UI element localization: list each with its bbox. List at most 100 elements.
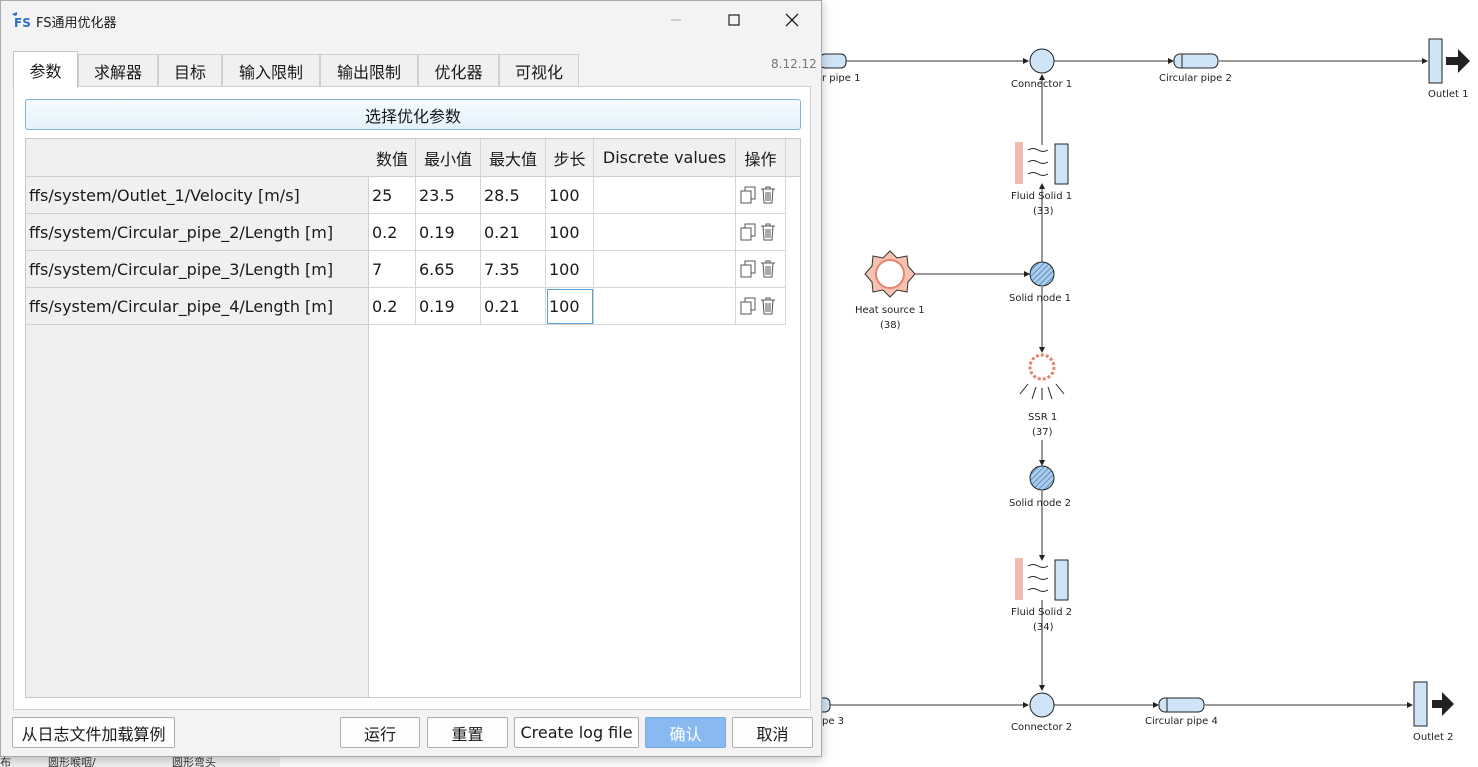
fluid-solid1-id: (33) bbox=[1033, 206, 1054, 217]
load-from-log-button[interactable]: 从日志文件加载算例 bbox=[12, 717, 175, 748]
max-cell[interactable]: 0.21 bbox=[481, 288, 546, 325]
tab-optimizer[interactable]: 优化器 bbox=[418, 54, 499, 86]
select-parameters-button[interactable]: 选择优化参数 bbox=[25, 99, 801, 130]
tab-parameters[interactable]: 参数 bbox=[13, 51, 78, 88]
reset-button[interactable]: 重置 bbox=[427, 717, 508, 748]
value-cell[interactable]: 0.2 bbox=[369, 288, 416, 325]
solid-node-1-node[interactable]: Solid node 1 bbox=[1009, 261, 1071, 304]
fluid-solid-2-node[interactable]: Fluid Solid 2 (34) bbox=[1011, 558, 1072, 633]
tab-output-constraints[interactable]: 输出限制 bbox=[320, 54, 418, 86]
app-logo-icon: FS bbox=[12, 12, 31, 29]
solid-node2-label: Solid node 2 bbox=[1009, 498, 1071, 509]
ssr-1-node[interactable]: SSR 1 (37) bbox=[1019, 353, 1065, 438]
optimizer-dialog: FS FS通用优化器 8.12.12 参数 求解器 目标 输入限制 输出限制 优… bbox=[0, 0, 822, 757]
connector-1-node[interactable]: Connector 1 bbox=[1011, 48, 1072, 90]
pipe1-label: r pipe 1 bbox=[822, 73, 860, 84]
create-log-file-button[interactable]: Create log file bbox=[514, 717, 639, 748]
ssr1-label: SSR 1 bbox=[1028, 412, 1057, 423]
column-header-actions[interactable]: 操作 bbox=[736, 139, 786, 176]
circular-pipe-2-node[interactable]: Circular pipe 2 bbox=[1159, 53, 1232, 84]
tab-objective[interactable]: 目标 bbox=[158, 54, 222, 86]
cancel-button[interactable]: 取消 bbox=[732, 717, 813, 748]
window-title: FS通用优化器 bbox=[36, 16, 117, 31]
table-row: ffs/system/Circular_pipe_2/Length [m] 0.… bbox=[26, 214, 786, 251]
table-row: ffs/system/Outlet_1/Velocity [m/s] 25 23… bbox=[26, 177, 786, 214]
tab-solver[interactable]: 求解器 bbox=[78, 54, 158, 86]
bg-panel-text-1: 布 bbox=[0, 756, 11, 767]
app-logo-text: FS bbox=[14, 16, 31, 29]
ssr1-id: (37) bbox=[1032, 427, 1053, 438]
maximize-button[interactable] bbox=[705, 1, 763, 39]
value-cell[interactable]: 7 bbox=[369, 251, 416, 288]
fluid-solid2-label: Fluid Solid 2 bbox=[1011, 607, 1072, 618]
heat-source1-label: Heat source 1 bbox=[855, 305, 925, 316]
row-header[interactable]: ffs/system/Circular_pipe_2/Length [m] bbox=[26, 214, 369, 251]
max-cell[interactable]: 7.35 bbox=[481, 251, 546, 288]
min-cell[interactable]: 0.19 bbox=[416, 214, 481, 251]
actions-cell bbox=[736, 177, 786, 214]
row-header[interactable]: ffs/system/Circular_pipe_3/Length [m] bbox=[26, 251, 369, 288]
parameters-table: 数值 最小值 最大值 步长 Discrete values 操作 ffs/sys… bbox=[25, 138, 801, 698]
column-header-min[interactable]: 最小值 bbox=[416, 139, 481, 176]
actions-cell bbox=[736, 288, 786, 325]
parameters-panel: 选择优化参数 数值 最小值 最大值 步长 Discrete values 操作 … bbox=[13, 86, 811, 710]
trash-icon[interactable] bbox=[760, 297, 776, 315]
pipe4-label: Circular pipe 4 bbox=[1145, 716, 1218, 727]
title-bar[interactable]: FS FS通用优化器 bbox=[1, 1, 821, 39]
column-header-value[interactable]: 数值 bbox=[369, 139, 416, 176]
step-cell[interactable]: 100 bbox=[546, 288, 594, 325]
fluid-solid2-id: (34) bbox=[1033, 622, 1054, 633]
discrete-cell[interactable] bbox=[594, 177, 736, 214]
table-header: 数值 最小值 最大值 步长 Discrete values 操作 bbox=[26, 139, 800, 177]
max-cell[interactable]: 0.21 bbox=[481, 214, 546, 251]
step-cell[interactable]: 100 bbox=[546, 214, 594, 251]
circular-pipe-1-node[interactable]: r pipe 1 bbox=[819, 53, 860, 84]
column-header-discrete[interactable]: Discrete values bbox=[594, 139, 736, 176]
step-cell[interactable]: 100 bbox=[546, 177, 594, 214]
circular-pipe-4-node[interactable]: Circular pipe 4 bbox=[1145, 697, 1218, 727]
copy-icon[interactable] bbox=[740, 297, 756, 315]
connection-lines bbox=[830, 58, 1428, 708]
copy-icon[interactable] bbox=[740, 223, 756, 241]
table-row: ffs/system/Circular_pipe_4/Length [m] 0.… bbox=[26, 288, 786, 325]
value-cell[interactable]: 25 bbox=[369, 177, 416, 214]
minimize-icon bbox=[671, 19, 681, 21]
connector-2-node[interactable]: Connector 2 bbox=[1011, 692, 1072, 733]
bg-panel-text-2: 圆形喉咽/ bbox=[48, 756, 96, 767]
confirm-button[interactable]: 确认 bbox=[645, 717, 726, 748]
heat-source-1-node[interactable]: Heat source 1 (38) bbox=[855, 250, 925, 331]
trash-icon[interactable] bbox=[760, 186, 776, 204]
row-header[interactable]: ffs/system/Circular_pipe_4/Length [m] bbox=[26, 288, 369, 325]
tab-input-constraints[interactable]: 输入限制 bbox=[222, 54, 320, 86]
column-header-step[interactable]: 步长 bbox=[546, 139, 594, 176]
min-cell[interactable]: 0.19 bbox=[416, 288, 481, 325]
copy-icon[interactable] bbox=[740, 260, 756, 278]
fluid-solid-1-node[interactable]: Fluid Solid 1 (33) bbox=[1011, 142, 1072, 217]
step-cell[interactable]: 100 bbox=[546, 251, 594, 288]
discrete-cell[interactable] bbox=[594, 288, 736, 325]
minimize-button[interactable] bbox=[647, 1, 705, 39]
copy-icon[interactable] bbox=[740, 186, 756, 204]
fluid-solid1-label: Fluid Solid 1 bbox=[1011, 191, 1072, 202]
min-cell[interactable]: 6.65 bbox=[416, 251, 481, 288]
row-header[interactable]: ffs/system/Outlet_1/Velocity [m/s] bbox=[26, 177, 369, 214]
version-label: 8.12.12 bbox=[771, 57, 817, 71]
column-header-max[interactable]: 最大值 bbox=[481, 139, 546, 176]
discrete-cell[interactable] bbox=[594, 214, 736, 251]
outlet-2-node[interactable]: Outlet 2 bbox=[1413, 681, 1454, 743]
outlet-1-node[interactable]: Outlet 1 bbox=[1428, 38, 1470, 100]
tab-visualization[interactable]: 可视化 bbox=[499, 54, 579, 86]
value-cell[interactable]: 0.2 bbox=[369, 214, 416, 251]
close-button[interactable] bbox=[763, 1, 821, 39]
trash-icon[interactable] bbox=[760, 223, 776, 241]
table-row: ffs/system/Circular_pipe_3/Length [m] 7 … bbox=[26, 251, 786, 288]
trash-icon[interactable] bbox=[760, 260, 776, 278]
run-button[interactable]: 运行 bbox=[340, 717, 420, 748]
connector2-label: Connector 2 bbox=[1011, 722, 1072, 733]
max-cell[interactable]: 28.5 bbox=[481, 177, 546, 214]
discrete-cell[interactable] bbox=[594, 251, 736, 288]
solid-node-2-node[interactable]: Solid node 2 bbox=[1009, 465, 1071, 509]
min-cell[interactable]: 23.5 bbox=[416, 177, 481, 214]
actions-cell bbox=[736, 214, 786, 251]
